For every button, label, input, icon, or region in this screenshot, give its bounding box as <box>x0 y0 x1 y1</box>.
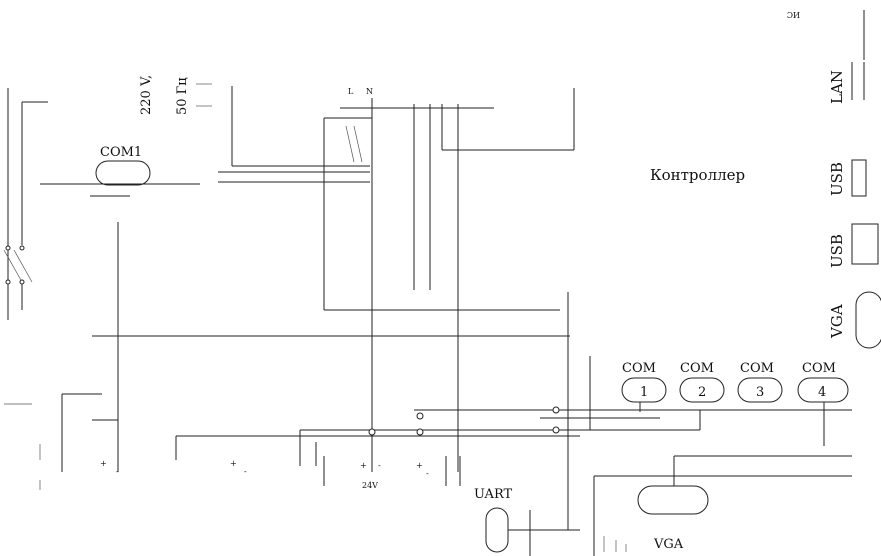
usb1-port-icon <box>851 159 867 197</box>
mains-frequency-label: 50 Гц <box>175 77 190 115</box>
controller-label: Контроллер <box>650 166 745 184</box>
com4-port-label: COM <box>802 361 836 376</box>
com1-port-label: COM <box>622 361 656 376</box>
com4-port-number: 4 <box>818 385 826 400</box>
t4-plus: + <box>416 461 423 470</box>
com4-port-icon <box>797 377 849 403</box>
uart-label: UART <box>474 487 513 502</box>
t3-minus: - <box>378 461 381 470</box>
t4-minus: - <box>426 469 429 478</box>
usb1-label: USB <box>828 162 846 196</box>
com3-port-label: COM <box>740 361 774 376</box>
phase-label: L <box>348 87 354 96</box>
t2-minus: - <box>244 467 247 476</box>
top-right-label: ИС <box>787 10 800 19</box>
lan-label: LAN <box>828 70 846 104</box>
com1-port-number: 1 <box>640 385 648 400</box>
com3-port-icon <box>737 377 783 403</box>
t1-plus: + <box>100 459 107 468</box>
t3-plus: + <box>360 461 367 470</box>
bottom-terminals: + - + - + - 24V + - <box>100 406 560 490</box>
usb2-port-icon <box>851 223 879 265</box>
mains-terminal: L N <box>218 86 575 472</box>
mains-voltage-label: 220 V, <box>139 75 154 115</box>
t2-plus: + <box>230 459 237 468</box>
com1-connector: COM1 <box>40 145 200 472</box>
vga-bottom-connector: VGA <box>593 455 852 556</box>
com2-port-number: 2 <box>698 385 706 400</box>
uart-connector: UART <box>474 487 580 556</box>
com2-port-icon <box>679 377 725 403</box>
t1-minus: - <box>116 467 119 476</box>
com3-port-number: 3 <box>756 385 764 400</box>
left-switch <box>3 88 48 320</box>
com2-port-label: COM <box>680 361 714 376</box>
com-ports: COM 1 COM 2 COM 3 COM 4 <box>621 361 849 446</box>
vga-side-port-icon <box>855 291 881 349</box>
vga-bottom-label: VGA <box>653 537 684 552</box>
com1-main-label: COM1 <box>100 145 142 160</box>
vga-side-label: VGA <box>828 304 846 339</box>
usb2-label: USB <box>828 234 846 268</box>
com1-port-icon <box>621 377 667 403</box>
voltage-24v-label: 24V <box>362 481 378 490</box>
neutral-label: N <box>366 87 373 96</box>
